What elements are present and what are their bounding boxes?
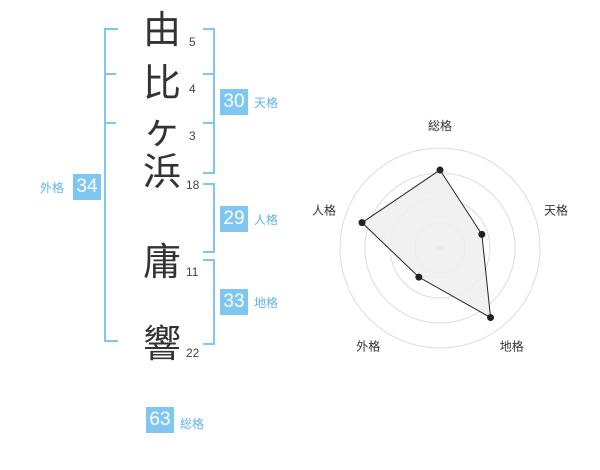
stroke-count-5: 11	[186, 265, 199, 279]
radar-point-5	[358, 219, 366, 227]
tenkaku-bracket	[203, 28, 215, 174]
jinkaku-label: 人格	[254, 213, 279, 227]
name-char-5: 庸	[142, 240, 181, 284]
bracket-tick	[203, 73, 213, 75]
radar-axis-label-2: 天格	[544, 202, 568, 217]
chikaku-label: 地格	[254, 296, 279, 310]
bracket-tick	[203, 122, 213, 124]
name-char-2: 比	[142, 61, 181, 105]
bracket-tick	[104, 122, 116, 124]
stroke-count-3: 3	[189, 129, 196, 143]
stroke-count-6: 22	[186, 346, 200, 360]
radar-axis-label-5: 人格	[312, 202, 336, 217]
radar-axis-label-4: 外格	[356, 339, 380, 354]
radar-ring	[339, 147, 541, 349]
tenkaku-value: 30	[220, 89, 248, 115]
name-char-4: 浜	[142, 150, 181, 194]
jinkaku-bracket	[203, 183, 215, 253]
gaikaku-bracket	[104, 28, 118, 342]
name-char-3: ヶ	[142, 108, 181, 152]
radar-point-3	[487, 314, 495, 322]
radar-point-1	[436, 166, 444, 174]
name-char-6: 響	[142, 322, 181, 366]
radar-point-4	[415, 273, 423, 281]
bracket-tick	[104, 73, 116, 75]
gaikaku-value: 34	[73, 174, 101, 200]
soukaku-value: 63	[146, 407, 174, 433]
tenkaku-label: 天格	[254, 96, 279, 110]
name-char-1: 由	[142, 8, 181, 52]
stroke-count-4: 18	[186, 178, 200, 192]
chikaku-value: 33	[220, 289, 248, 315]
radar-axis-label-1: 総格	[428, 118, 452, 133]
gaikaku-label: 外格	[40, 181, 65, 195]
soukaku-label: 総格	[180, 417, 205, 431]
stroke-count-1: 5	[189, 35, 196, 49]
radar-axis-label-3: 地格	[500, 339, 524, 354]
radar-area	[361, 169, 492, 319]
chikaku-bracket	[203, 259, 215, 345]
jinkaku-value: 29	[220, 206, 248, 232]
radar-point-2	[478, 230, 486, 238]
stroke-count-2: 4	[189, 82, 196, 96]
